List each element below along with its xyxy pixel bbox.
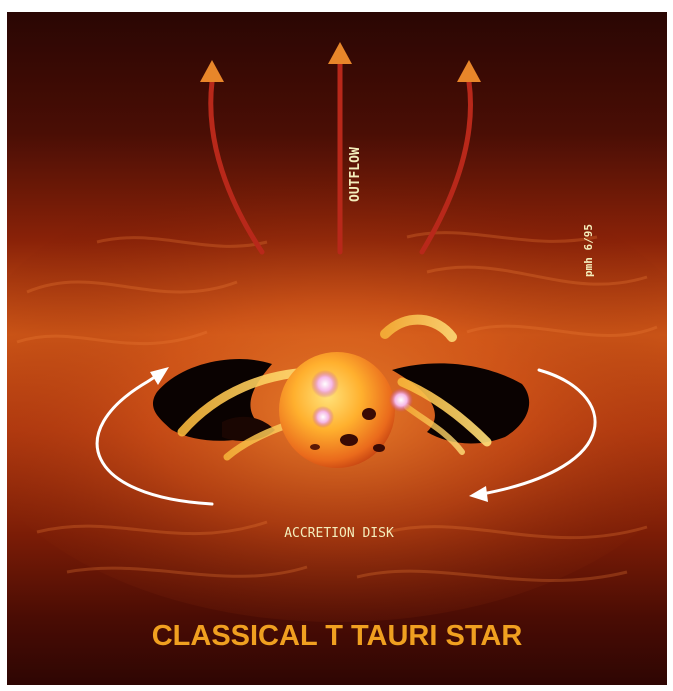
outflow-jets xyxy=(208,59,473,255)
rotation-arrowheads xyxy=(150,367,488,502)
accretion-hotspots xyxy=(311,370,413,428)
outflow-arrowheads xyxy=(200,42,481,82)
diagram-canvas: OUTFLOW pmh 6/95 ACCRETION DISK CLASSICA… xyxy=(7,12,667,685)
rotation-arrow-right xyxy=(480,368,597,496)
arrowhead-right xyxy=(457,60,481,82)
star xyxy=(279,352,395,468)
credit-label: pmh 6/95 xyxy=(582,224,595,277)
t-tauri-diagram: OUTFLOW pmh 6/95 ACCRETION DISK CLASSICA… xyxy=(7,12,667,685)
gas-texture xyxy=(16,231,658,582)
accretion-disk-label: ACCRETION DISK xyxy=(284,526,394,541)
arrowhead-center xyxy=(328,42,352,64)
arrowhead-left xyxy=(200,60,224,82)
diagram-title: CLASSICAL T TAURI STAR xyxy=(152,620,523,652)
outflow-label: OUTFLOW xyxy=(348,147,363,202)
star-spots xyxy=(310,408,385,452)
